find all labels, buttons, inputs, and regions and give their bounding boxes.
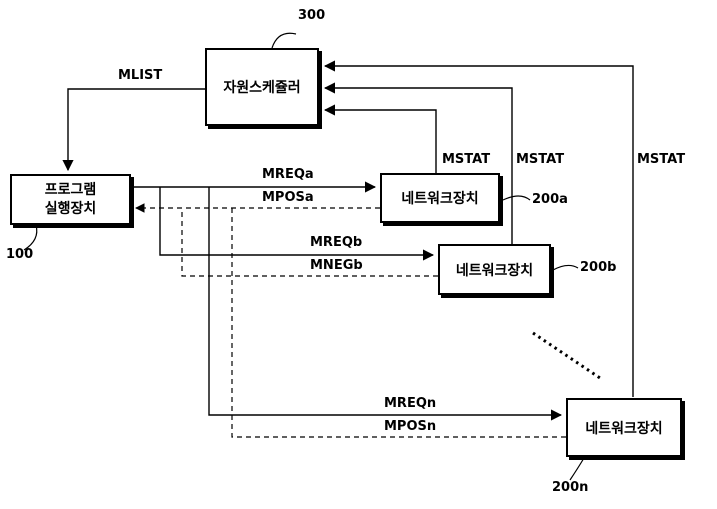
label-mstat-b: MSTAT (516, 152, 565, 167)
mstat-n-arrow (323, 60, 634, 397)
network-device-b-box: 네트워크장치 (438, 244, 551, 295)
network-device-n-label: 네트워크장치 (585, 420, 663, 437)
ref-100: 100 (6, 247, 34, 262)
program-box: 프로그램 실행장치 (10, 174, 131, 225)
label-mpos-n: MPOSn (384, 419, 437, 434)
mreq-b-arrow (159, 187, 435, 261)
mlist-arrow (62, 88, 205, 172)
label-mstat-n: MSTAT (637, 152, 686, 167)
network-device-a-label: 네트워크장치 (401, 191, 479, 207)
label-mreq-a: MREQa (262, 167, 314, 182)
label-mreq-b: MREQb (310, 235, 363, 250)
mneg-b-line (181, 208, 438, 277)
program-label-line1: 프로그램 (44, 181, 97, 198)
mpos-n-line (231, 208, 566, 438)
ref-200a: 200a (532, 192, 568, 207)
ref-200b: 200b (580, 260, 617, 275)
ref-200n-leader (569, 457, 585, 481)
mreq-n-arrow (208, 187, 563, 421)
label-mlist: MLIST (118, 68, 163, 83)
ref-300-leader (271, 32, 297, 49)
network-device-a-box: 네트워크장치 (380, 173, 500, 223)
label-mreq-n: MREQn (384, 396, 437, 411)
ref-300: 300 (298, 8, 326, 23)
ref-100-leader (23, 224, 38, 251)
label-mneg-b: MNEGb (310, 258, 363, 273)
ref-200a-leader (502, 195, 531, 201)
network-device-n-box: 네트워크장치 (566, 398, 682, 457)
mstat-b-arrow (323, 82, 513, 244)
mstat-a-arrow (323, 104, 437, 173)
label-mstat-a: MSTAT (442, 152, 491, 167)
scheduler-box: 자원스케쥴러 (205, 48, 319, 126)
program-label-line2: 실행장치 (44, 200, 97, 217)
scheduler-label: 자원스케쥴러 (223, 80, 301, 96)
ref-200b-leader (552, 264, 579, 271)
ref-200n: 200n (552, 480, 589, 495)
ellipsis-dots (532, 331, 604, 382)
network-device-b-label: 네트워크장치 (455, 262, 534, 279)
label-mpos-a: MPOSa (262, 190, 314, 205)
